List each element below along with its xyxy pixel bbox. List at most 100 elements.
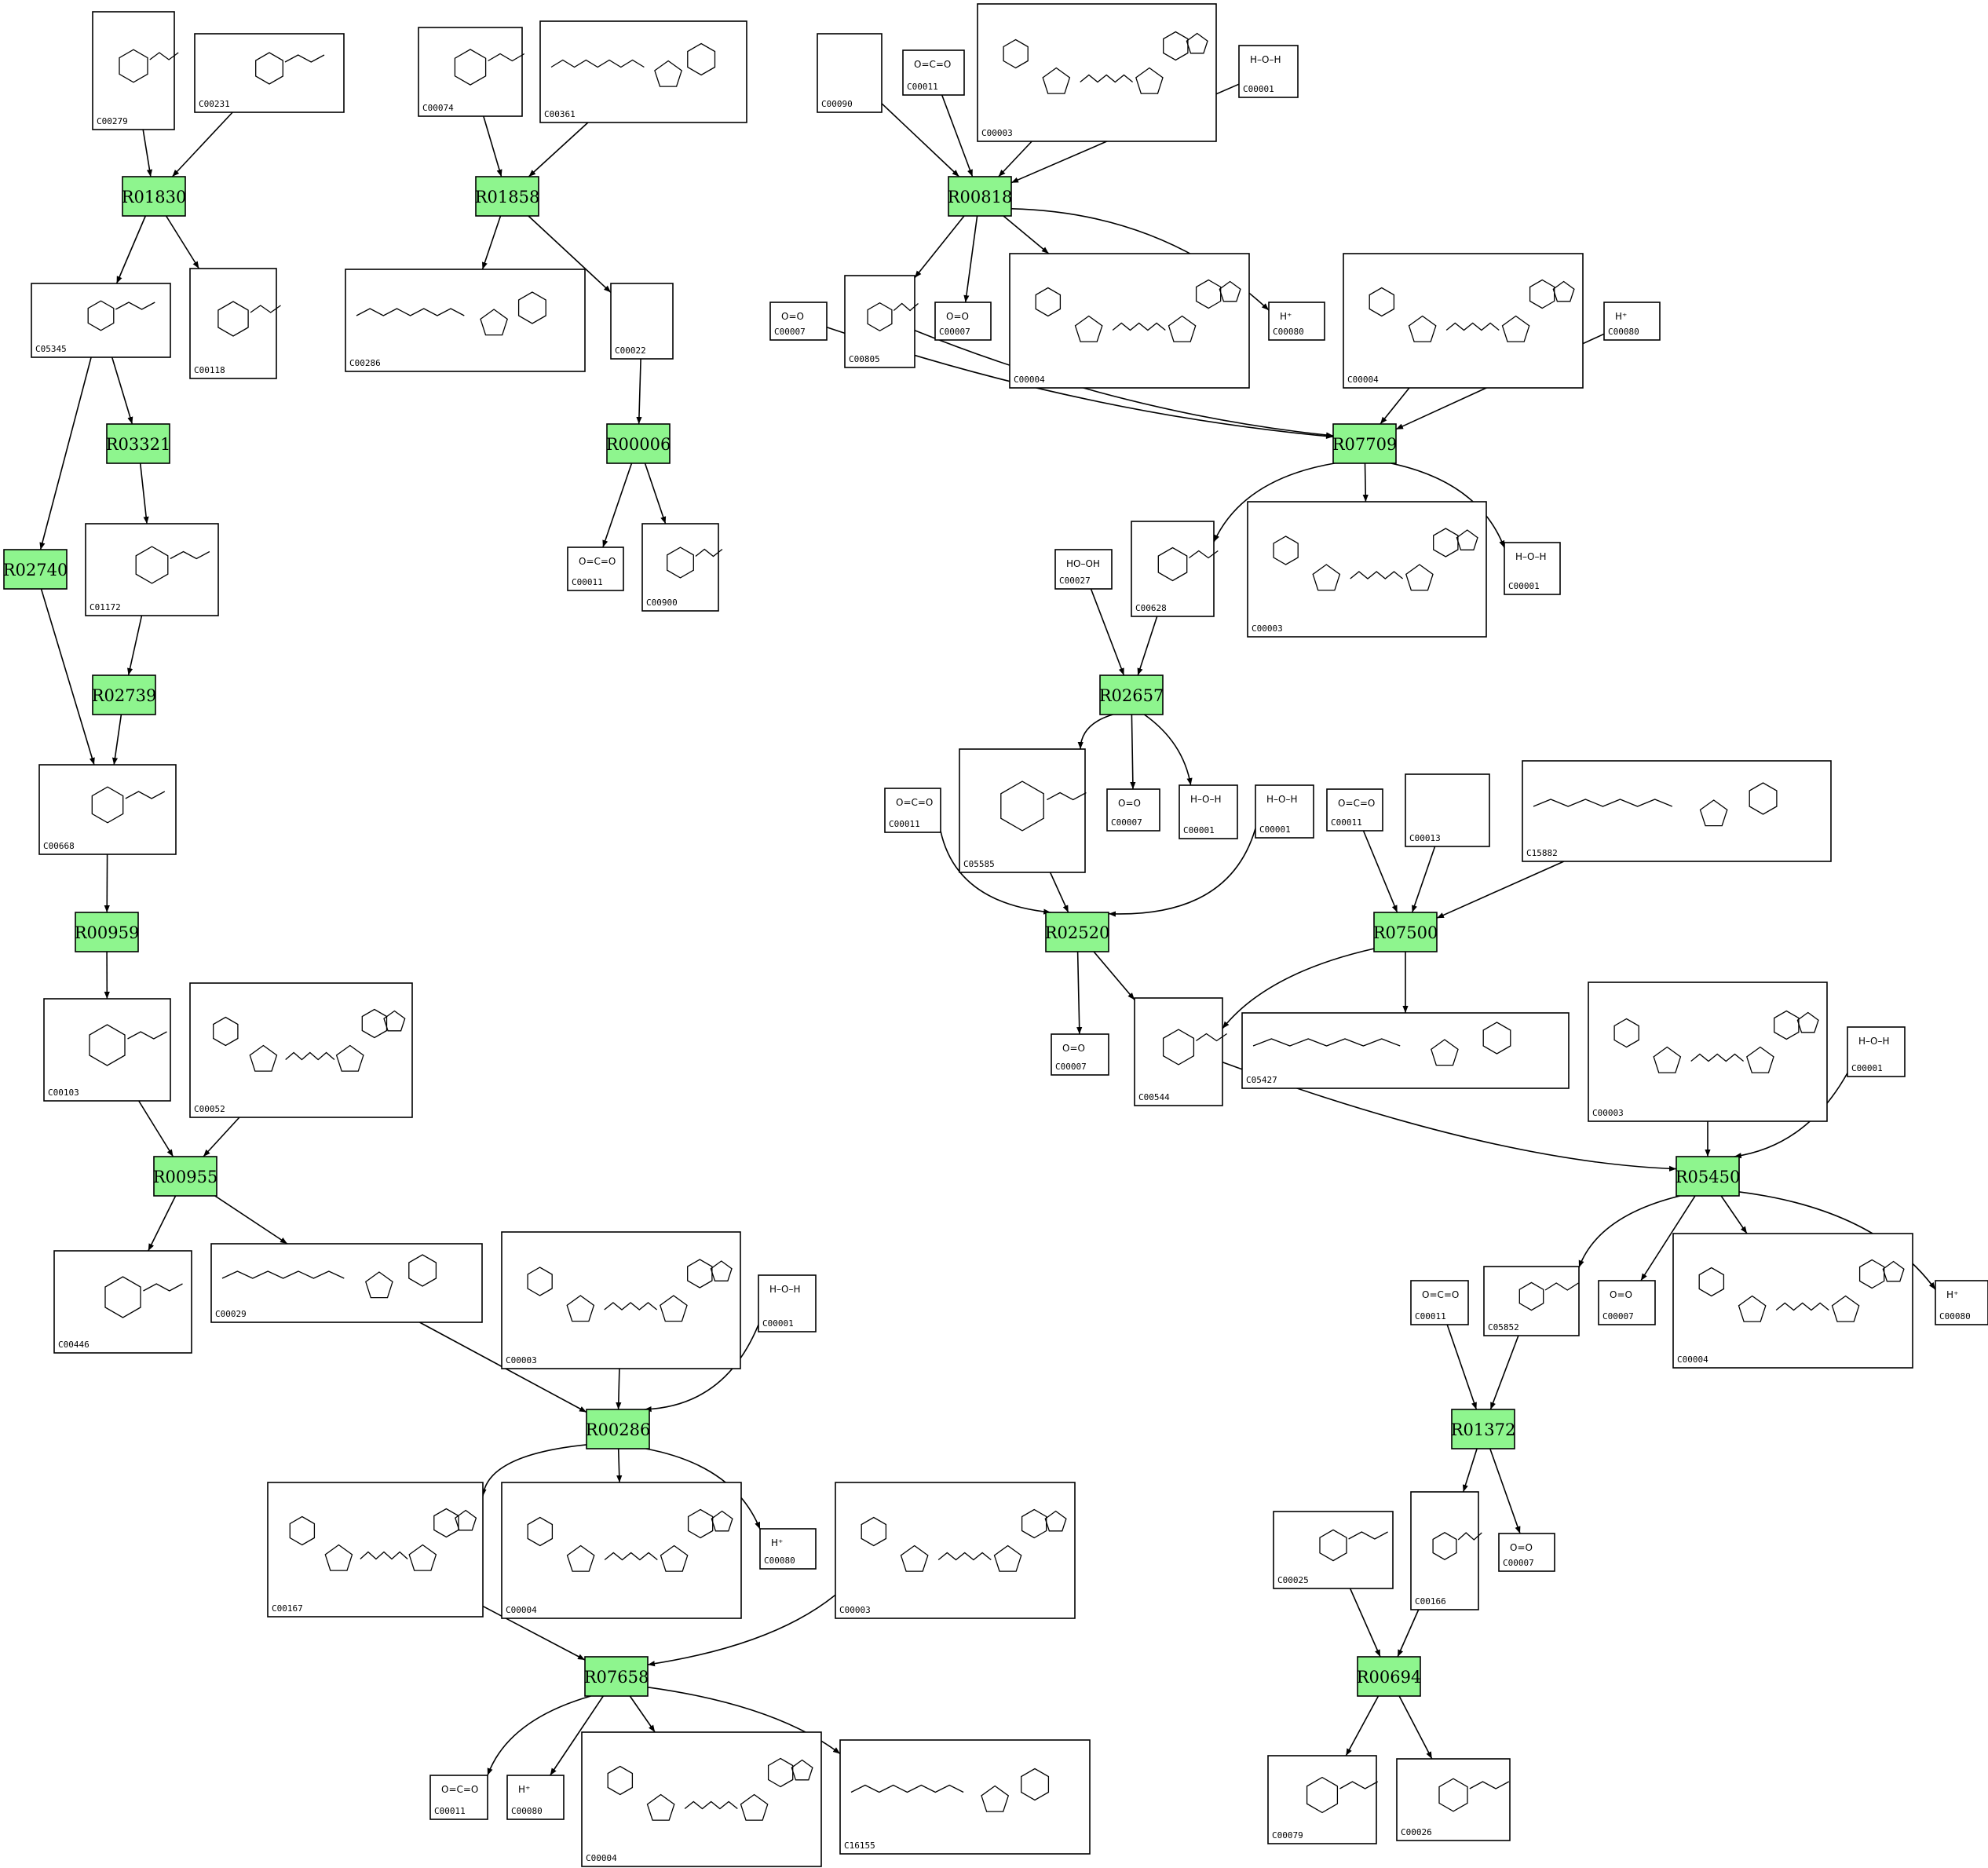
compound-c00080[interactable]: H⁺C00080 (759, 1528, 817, 1570)
ring-bond (1432, 1532, 1457, 1560)
compound-c00118[interactable]: C00118 (189, 268, 281, 379)
compound-box (43, 998, 171, 1102)
ring-bond (1796, 1011, 1819, 1033)
compound-formula: H–O–H (1266, 794, 1298, 805)
compound-c00805[interactable]: C00805 (844, 275, 919, 368)
reaction-node-r02520[interactable]: R02520 (1045, 912, 1110, 952)
compound-c00003[interactable]: C00003 (1247, 501, 1487, 638)
reaction-node-r03321[interactable]: R03321 (106, 423, 171, 464)
reaction-node-r07709[interactable]: R07709 (1332, 423, 1398, 464)
compound-c00231[interactable]: C00231 (194, 33, 345, 113)
compound-c00080[interactable]: H⁺C00080 (1935, 1280, 1988, 1325)
compound-c00090[interactable]: C00090 (817, 33, 883, 113)
compound-c05345[interactable]: C05345 (31, 283, 171, 358)
reaction-node-r02657[interactable]: R02657 (1099, 674, 1164, 715)
compound-box (610, 283, 674, 360)
ring-bond (867, 302, 893, 332)
compound-box (1410, 1491, 1479, 1610)
reaction-node-r00286[interactable]: R00286 (586, 1409, 651, 1449)
compound-c00026[interactable]: C00026 (1396, 1758, 1511, 1841)
chain-bond (125, 791, 166, 799)
compound-c00079[interactable]: C00079 (1267, 1755, 1379, 1844)
compound-c00022[interactable]: C00022 (610, 283, 674, 360)
compound-c00074[interactable]: C00074 (418, 27, 525, 117)
reaction-label: R03321 (106, 435, 171, 454)
compound-c00003[interactable]: C00003 (1588, 982, 1828, 1122)
reaction-node-r07658[interactable]: R07658 (584, 1656, 649, 1697)
compound-c00004[interactable]: C00004 (1672, 1233, 1913, 1369)
reaction-node-r02740[interactable]: R02740 (3, 549, 68, 590)
compound-c00080[interactable]: H⁺C00080 (1603, 302, 1661, 341)
reaction-node-r01372[interactable]: R01372 (1451, 1409, 1516, 1449)
compound-c00361[interactable]: C00361 (539, 20, 747, 123)
compound-c01172[interactable]: C01172 (85, 523, 219, 616)
reaction-node-r02739[interactable]: R02739 (92, 674, 157, 715)
compound-c00013[interactable]: C00013 (1405, 773, 1490, 847)
edge-c35-to-rxn-R07500 (1436, 861, 1565, 919)
compound-c00103[interactable]: C00103 (43, 998, 171, 1102)
reaction-node-r00006[interactable]: R00006 (606, 423, 671, 464)
edge-c37-to-rxn-R00955 (203, 1117, 240, 1157)
compound-c00544[interactable]: C00544 (1134, 997, 1227, 1106)
reaction-node-r01830[interactable]: R01830 (122, 176, 187, 217)
compound-c00167[interactable]: C00167 (267, 1482, 484, 1618)
compound-c00080[interactable]: H⁺C00080 (1268, 302, 1325, 341)
compound-c00279[interactable]: C00279 (92, 11, 179, 130)
compound-id-label: C00001 (1183, 825, 1215, 835)
ring-bond (654, 60, 682, 87)
compound-c00166[interactable]: C00166 (1410, 1491, 1482, 1610)
compound-c00029[interactable]: C00029 (210, 1243, 483, 1323)
reaction-node-r00694[interactable]: R00694 (1357, 1656, 1422, 1697)
compound-c00052[interactable]: C00052 (189, 982, 413, 1118)
compound-c00900[interactable]: C00900 (641, 523, 723, 612)
compound-c00628[interactable]: C00628 (1131, 521, 1219, 617)
compound-c15882[interactable]: C15882 (1522, 760, 1832, 862)
compound-c05427[interactable]: C05427 (1241, 1012, 1570, 1089)
compound-c00004[interactable]: C00004 (581, 1731, 822, 1867)
compound-c00446[interactable]: C00446 (53, 1250, 192, 1354)
compound-c00286[interactable]: C00286 (345, 269, 586, 372)
compound-id-label: C00118 (194, 365, 225, 375)
compound-c00004[interactable]: C00004 (1343, 253, 1584, 389)
edge-rxn-R05450-to-c50 (1720, 1195, 1748, 1234)
reaction-node-r00955[interactable]: R00955 (153, 1156, 218, 1197)
compound-c00003[interactable]: C00003 (977, 3, 1217, 142)
reaction-node-r00818[interactable]: R00818 (948, 176, 1013, 217)
compound-c05585[interactable]: C05585 (959, 748, 1087, 873)
compound-c00668[interactable]: C00668 (38, 764, 177, 855)
compound-c00080[interactable]: H⁺C00080 (506, 1775, 565, 1820)
ring-bond (1369, 287, 1395, 317)
compound-c00003[interactable]: C00003 (835, 1482, 1076, 1619)
compound-c00004[interactable]: C00004 (1009, 253, 1250, 389)
compound-formula: O=C=O (441, 1784, 478, 1795)
compound-box (1672, 1233, 1913, 1369)
reaction-node-r05450[interactable]: R05450 (1676, 1156, 1741, 1197)
compound-c16155[interactable]: C16155 (839, 1739, 1091, 1855)
reaction-node-r07500[interactable]: R07500 (1373, 912, 1438, 952)
reaction-node-r01858[interactable]: R01858 (475, 176, 540, 217)
compound-c00004[interactable]: C00004 (501, 1482, 742, 1619)
compound-c05852[interactable]: C05852 (1483, 1266, 1580, 1336)
compound-c00003[interactable]: C00003 (501, 1231, 741, 1369)
reaction-node-r00959[interactable]: R00959 (75, 912, 140, 952)
compound-c00025[interactable]: C00025 (1273, 1511, 1394, 1589)
